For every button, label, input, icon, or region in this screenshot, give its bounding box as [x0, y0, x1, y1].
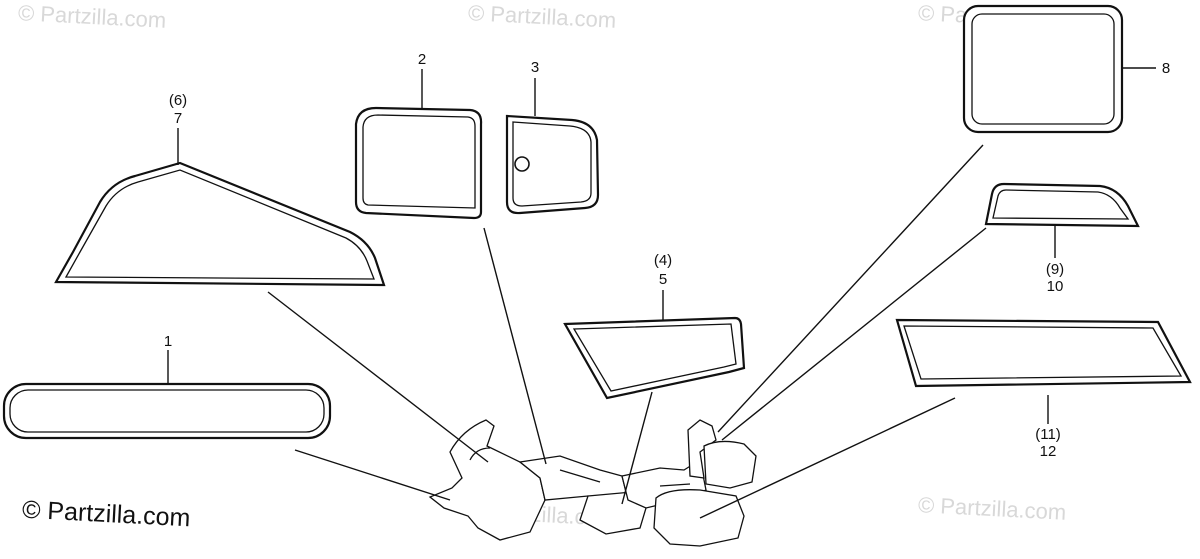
callout-5: 5	[658, 271, 668, 288]
callout-8: 8	[1161, 60, 1171, 77]
part-5-emblem[interactable]	[563, 316, 746, 400]
part-7-emblem[interactable]	[54, 161, 386, 287]
callout-9-alt: (9)	[1045, 261, 1065, 278]
part-1-emblem[interactable]	[2, 382, 332, 440]
callout-12: 12	[1039, 443, 1057, 460]
callout-10: 10	[1046, 278, 1064, 295]
part-12-emblem[interactable]	[895, 318, 1192, 388]
part-to-bike-leaders	[267, 144, 987, 519]
motorcycle-silhouette	[428, 419, 757, 547]
callout-3: 3	[530, 59, 540, 76]
callout-6-alt: (6)	[168, 92, 188, 109]
callout-4-alt: (4)	[653, 252, 673, 269]
callout-2: 2	[417, 51, 427, 68]
callout-1: 1	[163, 333, 173, 350]
part-2-emblem[interactable]	[354, 106, 483, 220]
callout-7: 7	[173, 110, 183, 127]
part-10-emblem[interactable]	[984, 182, 1140, 228]
part-3-emblem[interactable]	[505, 114, 600, 215]
callout-leaders	[167, 67, 1156, 424]
part-8-emblem[interactable]	[962, 4, 1124, 134]
callout-11-alt: (11)	[1035, 426, 1061, 443]
